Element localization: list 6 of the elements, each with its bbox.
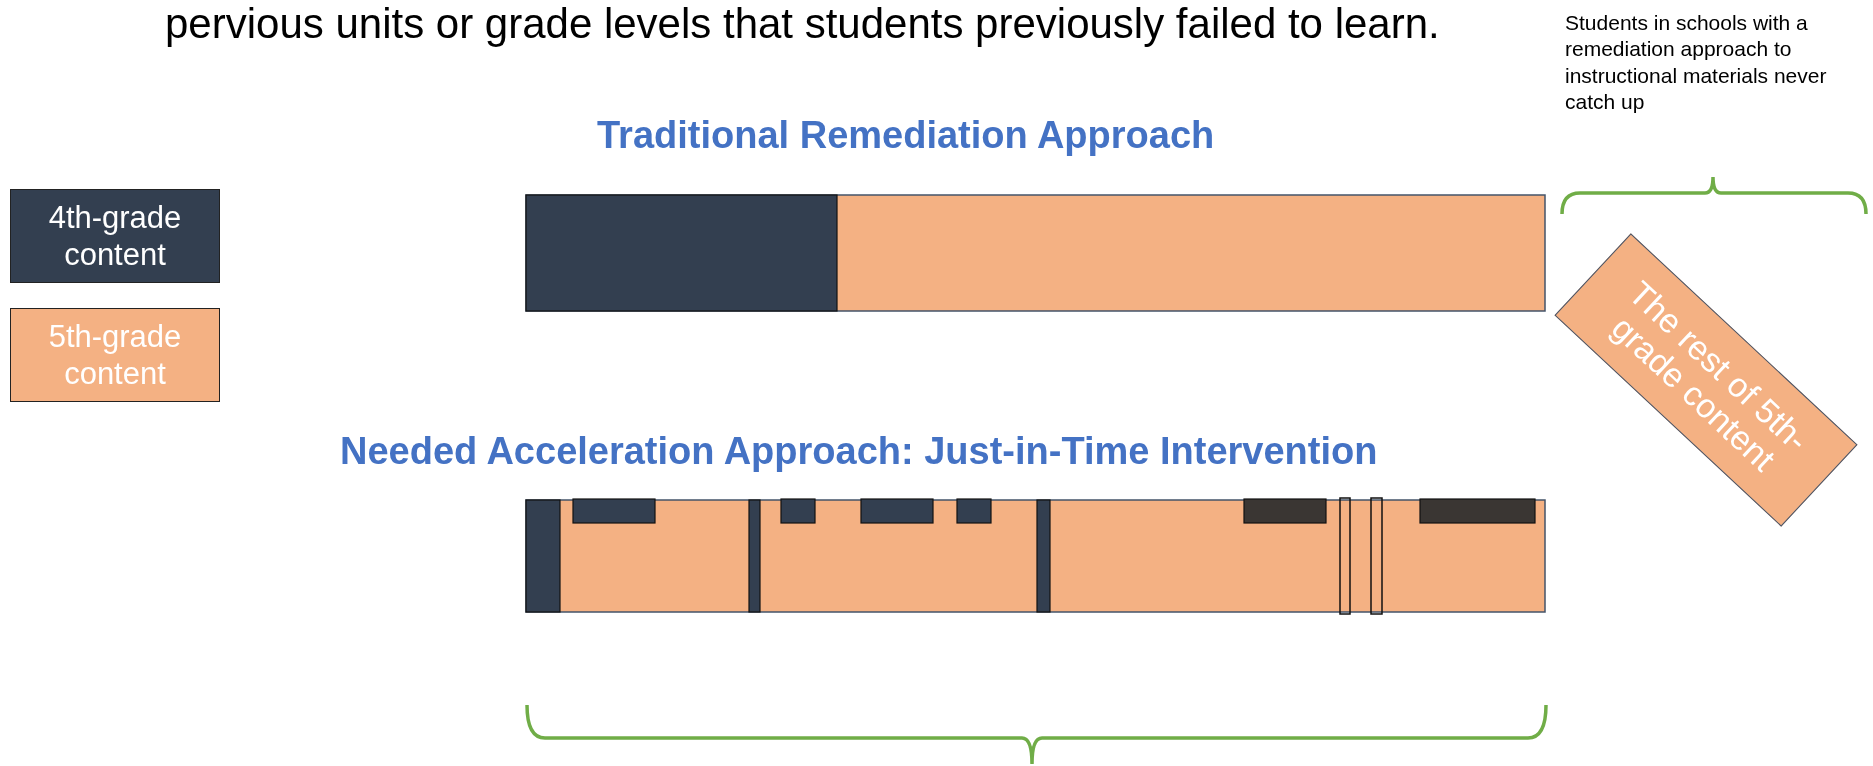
note-text: Students in schools with a remediation approach to instructional materials never catch up (1565, 10, 1828, 115)
legend-label: 5th-grade content (47, 317, 183, 393)
section-heading: Traditional Remediation Approach (597, 113, 1215, 158)
section-heading: Needed Acceleration Approach: Just-in-Time Intervention (340, 429, 1378, 474)
legend-label: 4th-grade content (47, 198, 183, 274)
intro-text: pervious units or grade levels that students previously failed to learn. (165, 0, 1440, 49)
